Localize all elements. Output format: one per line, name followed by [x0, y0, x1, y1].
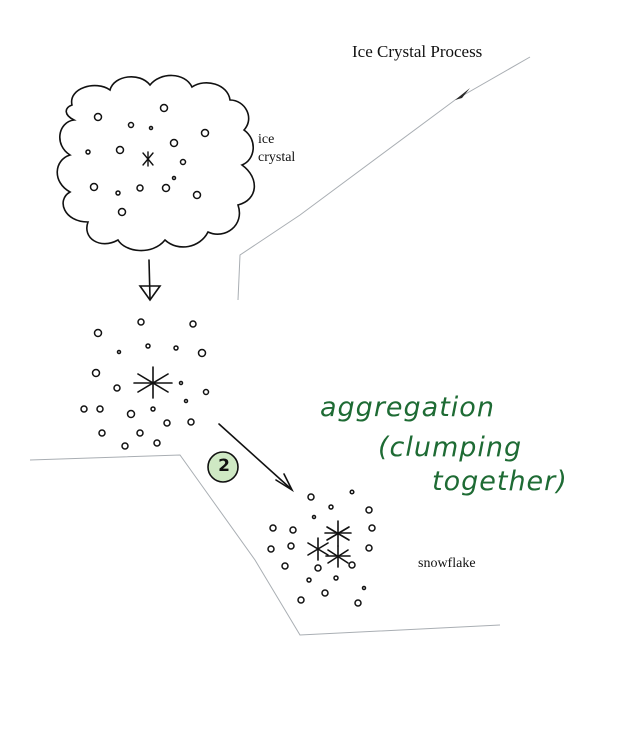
droplet	[354, 599, 362, 607]
droplet	[187, 418, 195, 426]
ice-crystal-label-line1: ice	[258, 132, 275, 147]
droplet	[311, 514, 317, 520]
droplet	[96, 405, 104, 413]
droplet	[117, 207, 127, 217]
droplet	[163, 419, 171, 427]
cloud-droplets	[85, 103, 210, 217]
droplet	[173, 345, 179, 351]
droplet	[121, 442, 129, 450]
droplet	[93, 112, 103, 122]
annotation-line-1: aggregation	[320, 392, 495, 423]
droplet	[159, 103, 169, 113]
droplet	[93, 328, 103, 338]
droplet	[161, 183, 171, 193]
droplet	[349, 489, 355, 495]
droplet	[136, 429, 144, 437]
droplet	[321, 589, 329, 597]
droplet	[148, 125, 154, 131]
ice-crystal-icon	[142, 151, 154, 167]
droplet	[365, 544, 373, 552]
droplet	[183, 398, 189, 404]
droplet	[269, 524, 277, 532]
droplet	[127, 121, 135, 129]
droplet	[200, 128, 210, 138]
droplet	[169, 138, 179, 148]
fold-line-upper	[237, 56, 531, 301]
annotation-line-2: (clumping	[378, 432, 523, 463]
droplet	[297, 596, 305, 604]
droplet	[171, 175, 177, 181]
arrow-down-icon	[138, 259, 162, 302]
droplet	[202, 388, 210, 396]
step-number: 2	[218, 456, 230, 476]
ice-crystal-label-line2: crystal	[258, 150, 296, 165]
droplet	[281, 562, 289, 570]
droplet	[267, 545, 275, 553]
droplet	[136, 184, 144, 192]
snowflake-label: snowflake	[418, 556, 476, 571]
fold-shadow	[455, 88, 470, 100]
droplet	[150, 406, 156, 412]
droplet	[113, 384, 121, 392]
droplet	[126, 409, 136, 419]
snowflake-icon	[307, 520, 352, 568]
droplet	[178, 380, 184, 386]
step-badge	[207, 451, 239, 483]
paper-fold-lines	[29, 56, 531, 636]
droplet	[289, 526, 297, 534]
droplet	[91, 368, 101, 378]
droplet	[137, 318, 145, 326]
droplet	[348, 561, 356, 569]
annotation-line-3: together)	[432, 466, 568, 497]
droplet	[115, 145, 125, 155]
snowflake-droplets	[267, 489, 376, 607]
droplet	[145, 343, 151, 349]
droplet	[307, 493, 315, 501]
ice-crystal-label: ice crystal	[258, 131, 295, 167]
droplet	[328, 504, 334, 510]
droplet	[116, 349, 122, 355]
droplet	[98, 429, 106, 437]
arrow-diagonal-icon	[218, 423, 294, 493]
droplet	[333, 575, 339, 581]
droplet	[314, 564, 322, 572]
droplet	[89, 182, 99, 192]
droplet	[153, 439, 161, 447]
middle-droplets	[80, 318, 210, 450]
ice-crystal-icon	[133, 366, 173, 399]
fold-line-lower	[29, 454, 501, 636]
droplet	[365, 506, 373, 514]
droplet	[368, 524, 376, 532]
droplet	[192, 190, 202, 200]
droplet	[189, 320, 197, 328]
droplet	[179, 158, 187, 166]
droplet	[287, 542, 295, 550]
cloud-icon	[56, 74, 256, 252]
droplet	[306, 577, 312, 583]
droplet	[115, 190, 121, 196]
droplet	[361, 585, 367, 591]
droplet	[197, 348, 207, 358]
droplet	[85, 149, 91, 155]
droplet	[80, 405, 88, 413]
diagram-title: Ice Crystal Process	[352, 42, 483, 61]
